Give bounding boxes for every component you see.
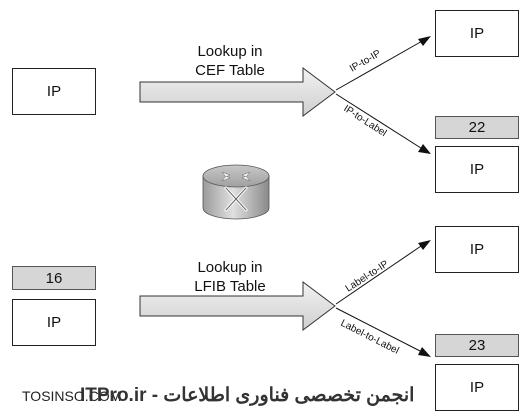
ip-to-ip-line <box>335 36 431 91</box>
label-value: 23 <box>468 337 486 354</box>
path-ip-to-label-label: IP-to-Label <box>341 103 388 139</box>
lfib-lookup-arrow <box>139 281 336 331</box>
lfib-caption-line2: LFIB Table <box>194 278 266 295</box>
top-incoming-ip-packet: IP <box>12 68 96 115</box>
lfib-lookup-caption: Lookup in LFIB Table <box>160 258 300 296</box>
output-ip-packet-ip-to-ip: IP <box>435 10 519 57</box>
bottom-incoming-ip-packet: IP <box>12 299 96 346</box>
label-to-label-line <box>335 307 431 357</box>
router-icon <box>202 164 270 220</box>
path-ip-to-ip-label: IP-to-IP <box>348 48 383 75</box>
watermark-persian: ITPro.ir - انجمن تخصصی فناوری اطلاعات <box>80 385 415 406</box>
lfib-caption-line1: Lookup in <box>197 259 263 276</box>
label-value: 22 <box>468 119 486 136</box>
output-ip-packet-label-to-label: IP <box>435 364 519 411</box>
output-label-23: 23 <box>435 334 519 357</box>
cef-lookup-arrow <box>139 67 336 117</box>
output-label-22: 22 <box>435 116 519 139</box>
output-ip-packet-label-to-ip: IP <box>435 226 519 273</box>
ip-text: IP <box>469 379 485 396</box>
cef-lookup-caption: Lookup in CEF Table <box>160 42 300 80</box>
ip-text: IP <box>469 161 485 178</box>
cef-caption-line2: CEF Table <box>195 62 265 79</box>
label-to-ip-line <box>335 240 431 305</box>
cef-caption-line1: Lookup in <box>197 43 263 60</box>
label-value: 16 <box>45 269 63 287</box>
path-label-to-ip-label: Label-to-IP <box>344 258 391 294</box>
ip-text: IP <box>469 25 485 42</box>
ip-text: IP <box>46 83 62 100</box>
ip-text: IP <box>46 314 62 331</box>
output-ip-packet-ip-to-label: IP <box>435 146 519 193</box>
path-label-to-label-label: Label-to-Label <box>339 318 401 357</box>
bottom-incoming-label-16: 16 <box>12 266 96 290</box>
ip-text: IP <box>469 241 485 258</box>
ip-to-label-line <box>335 93 431 154</box>
watermark-site: TOSINSO.COM <box>22 388 122 404</box>
